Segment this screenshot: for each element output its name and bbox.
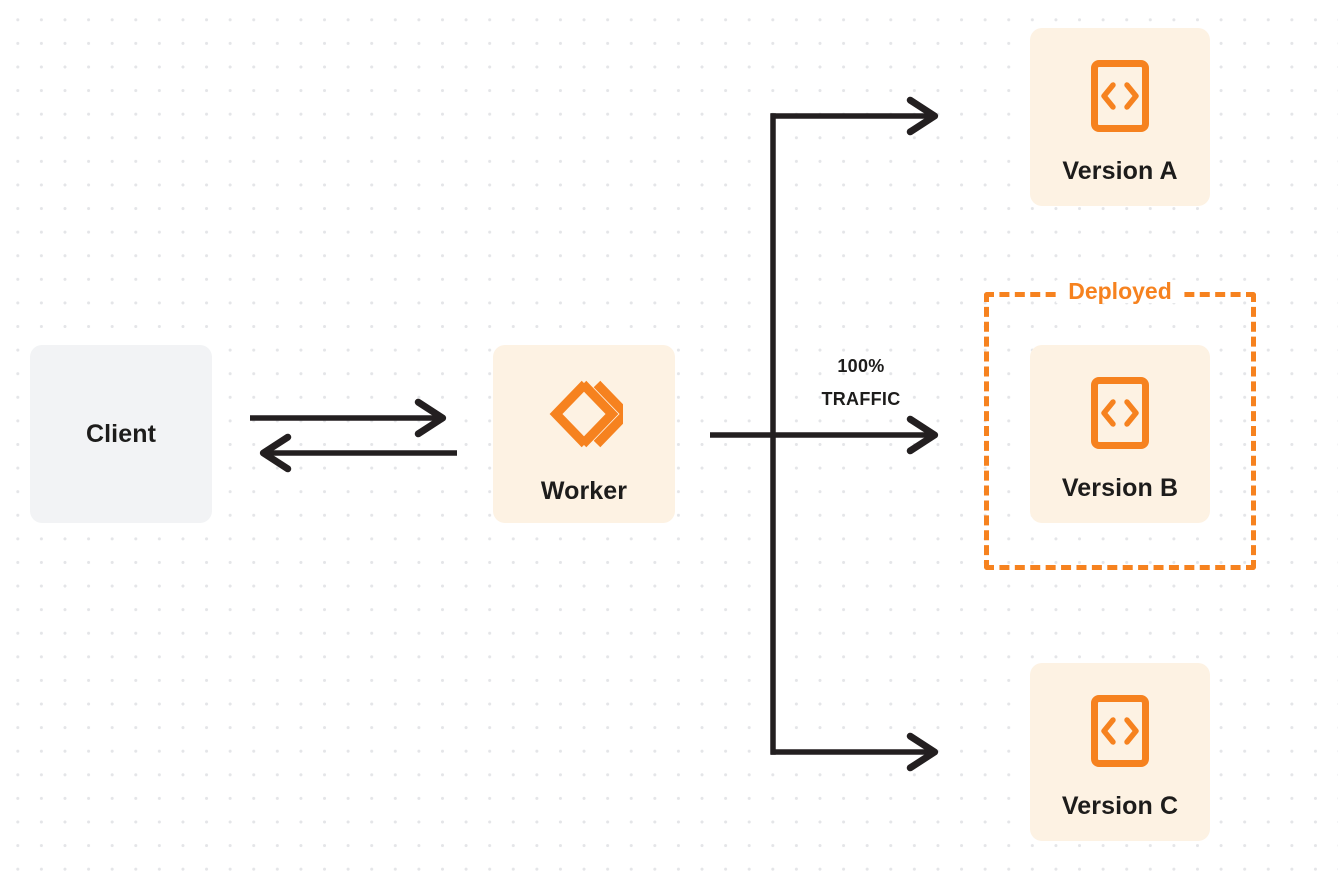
node-version-b-label: Version B	[1061, 473, 1179, 502]
traffic-unit: TRAFFIC	[821, 389, 901, 410]
code-file-icon	[1090, 59, 1150, 133]
deployed-group: Deployed	[984, 280, 1256, 570]
traffic-label: 100% TRAFFIC	[806, 350, 916, 417]
node-client[interactable]: Client	[30, 345, 212, 523]
cloudflare-workers-icon	[545, 375, 633, 453]
node-client-label: Client	[85, 419, 157, 448]
node-version-b[interactable]: Version B	[1030, 345, 1210, 523]
node-version-c-label: Version C	[1061, 791, 1179, 820]
node-worker[interactable]: Worker	[493, 345, 675, 523]
node-worker-label: Worker	[540, 476, 628, 505]
traffic-percent: 100%	[837, 356, 885, 376]
deployed-group-label: Deployed	[1056, 280, 1184, 304]
code-file-icon	[1090, 376, 1150, 450]
code-file-icon	[1090, 694, 1150, 768]
node-version-a-label: Version A	[1062, 156, 1178, 185]
node-version-c[interactable]: Version C	[1030, 663, 1210, 841]
node-version-a[interactable]: Version A	[1030, 28, 1210, 206]
